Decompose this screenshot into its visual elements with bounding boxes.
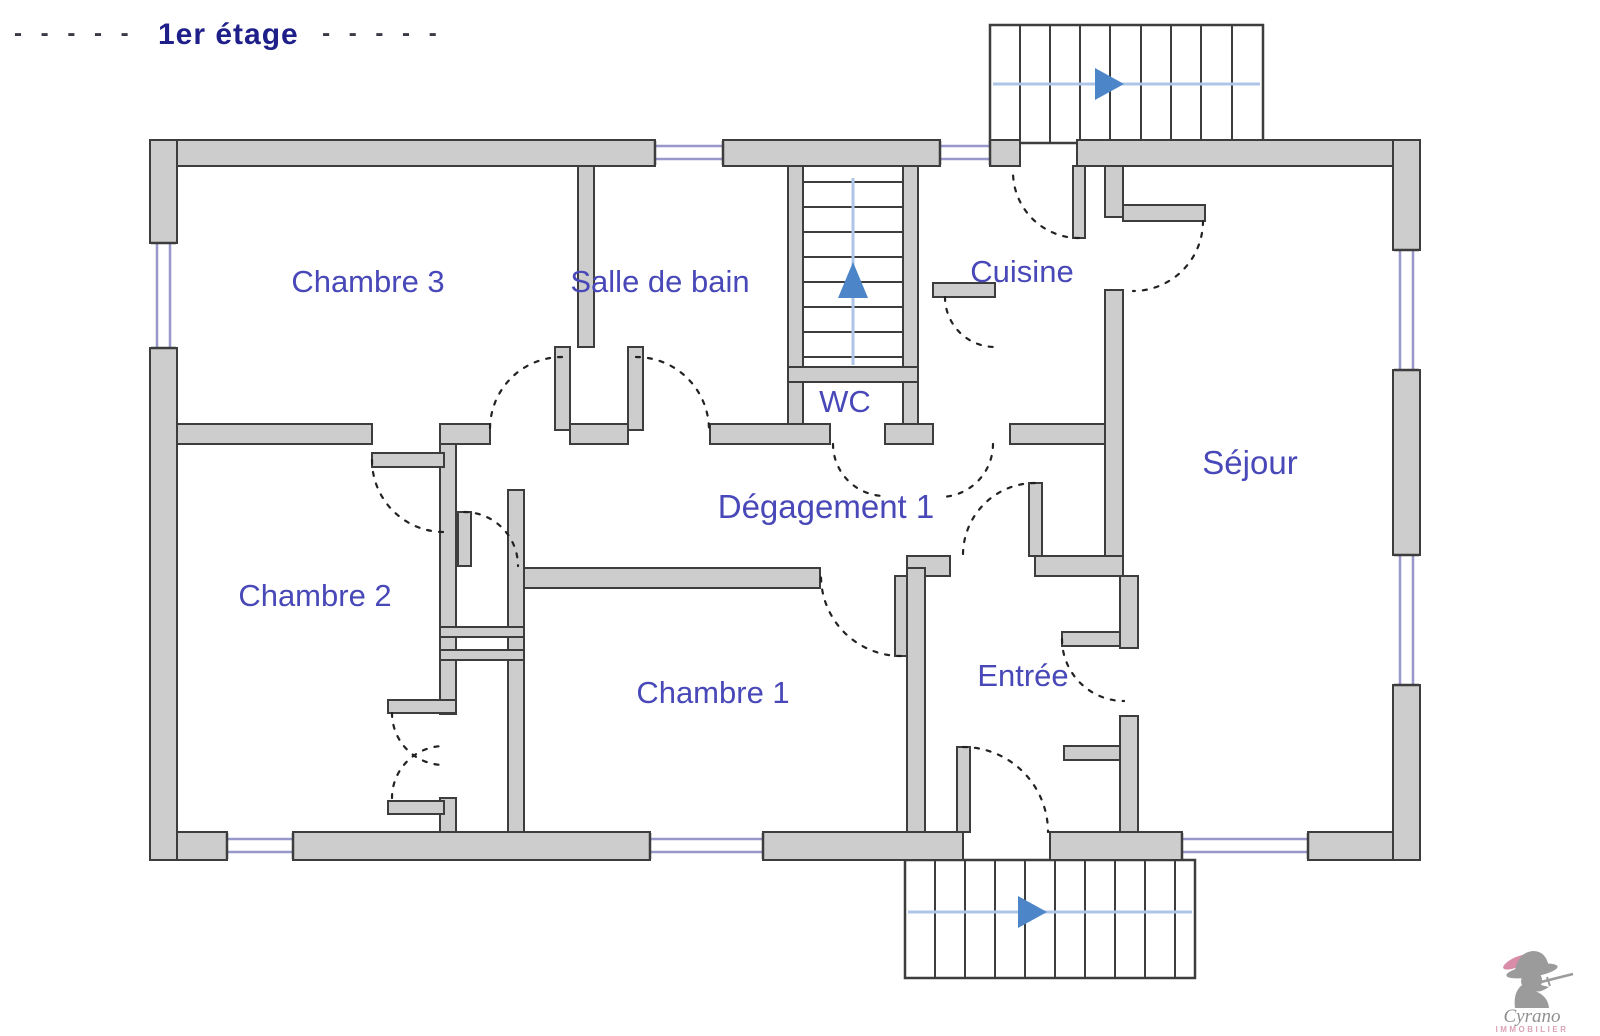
logo-tagline: IMMOBILIER (1495, 1025, 1569, 1034)
windows (151, 141, 1419, 859)
door-arc-front-door (961, 745, 1050, 834)
cyrano-silhouette-icon (1503, 951, 1574, 1008)
door-arc-chambre1 (819, 574, 903, 658)
window-top-2 (938, 141, 992, 165)
title-text: 1er étage (157, 18, 299, 51)
window-top-1 (653, 141, 725, 165)
room-label-sejour: Séjour (1202, 444, 1297, 481)
door-arc-cuisine-hall (938, 442, 995, 499)
door-arc-closet-upper (390, 711, 446, 767)
door-arcs (370, 170, 1205, 834)
door-arc-wc (831, 442, 887, 498)
door-arc-salle-de-bain (634, 355, 711, 432)
title-dashes-right: - - - - - (322, 20, 443, 47)
stair-direction-arrow-up-icon (838, 262, 868, 298)
door-arc-cuisine-stairs (1011, 170, 1081, 240)
logo-name: Cyrano (1503, 1006, 1561, 1027)
page-title: - - - - - 1er étage - - - - - (14, 18, 443, 52)
door-arc-entree-sejour (1060, 637, 1126, 703)
agency-logo: Cyrano IMMOBILIER (1472, 946, 1592, 1034)
room-label-salle-de-bain: Salle de bain (570, 264, 749, 299)
room-label-chambre-1: Chambre 1 (636, 675, 789, 710)
door-arc-cuisine-stub (943, 295, 997, 349)
stair-treads (934, 860, 1176, 978)
room-label-cuisine: Cuisine (970, 254, 1073, 289)
stair-direction-arrow-right-icon (1018, 896, 1047, 928)
room-label-wc: WC (819, 384, 871, 419)
window-left (151, 241, 176, 350)
room-label-chambre-3: Chambre 3 (291, 264, 444, 299)
room-label-chambre-2: Chambre 2 (238, 578, 391, 613)
door-arc-chambre2 (370, 458, 446, 534)
window-bottom-3 (1180, 833, 1310, 859)
door-arc-chambre3 (488, 355, 564, 431)
stair-direction-arrow-right-icon (1095, 68, 1124, 100)
room-label-degagement-1: Dégagement 1 (718, 488, 934, 525)
window-bottom-1 (225, 833, 295, 859)
window-right-2 (1394, 553, 1419, 687)
staircase-top-exterior (988, 23, 1265, 145)
room-labels: Chambre 3 Salle de bain Cuisine WC Séjou… (238, 254, 1297, 710)
window-bottom-2 (648, 833, 765, 859)
interior-walls (176, 165, 1206, 833)
door-arc-cuisine-sejour (1131, 219, 1205, 293)
staircase-interior (803, 178, 903, 365)
window-right-1 (1394, 248, 1419, 372)
door-arc-closet-vestibule (462, 510, 520, 568)
staircase-bottom-exterior (903, 858, 1197, 980)
room-label-entree: Entrée (977, 658, 1068, 693)
door-arc-closet-lower (390, 744, 446, 800)
door-arc-degagement-entree (961, 481, 1037, 557)
title-dashes-left: - - - - - (14, 20, 135, 47)
